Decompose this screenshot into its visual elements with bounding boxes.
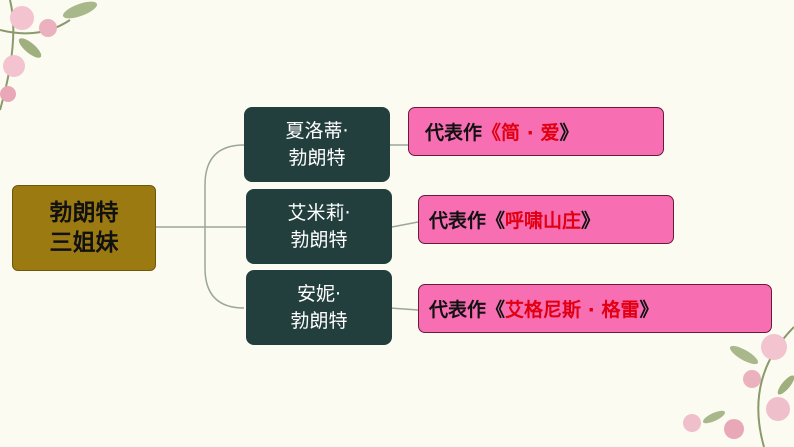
work-node-anne: 代表作《艾格尼斯 · 格雷》 [418,284,772,333]
work-prefix: 代表作 [425,118,482,145]
root-title-line2: 三姐妹 [50,228,119,258]
name-line2: 勃朗特 [288,145,345,172]
root-title-line1: 勃朗特 [50,198,119,228]
close-bracket: 》 [559,118,578,145]
name-node-charlotte: 夏洛蒂· 勃朗特 [244,107,390,182]
open-bracket: 《 [486,206,505,233]
open-bracket: 《 [482,118,501,145]
name-line1: 夏洛蒂· [285,118,348,145]
close-bracket: 》 [639,295,658,322]
open-bracket: 《 [486,295,505,322]
root-node: 勃朗特 三姐妹 [12,185,156,271]
close-bracket: 》 [581,206,600,233]
work-title: 简 · 爱 [501,118,559,145]
name-line1: 艾米莉· [287,200,350,227]
work-title: 呼啸山庄 [505,206,581,233]
name-node-emily: 艾米莉· 勃朗特 [246,189,392,264]
work-node-charlotte: 代表作《简 · 爱》 [408,107,664,156]
name-line1: 安妮· [297,281,341,308]
name-line2: 勃朗特 [290,227,347,254]
name-node-anne: 安妮· 勃朗特 [246,270,392,345]
name-line2: 勃朗特 [290,308,347,335]
work-title: 艾格尼斯 · 格雷 [505,295,639,322]
work-node-emily: 代表作《呼啸山庄》 [418,195,674,244]
work-prefix: 代表作 [429,206,486,233]
work-prefix: 代表作 [429,295,486,322]
